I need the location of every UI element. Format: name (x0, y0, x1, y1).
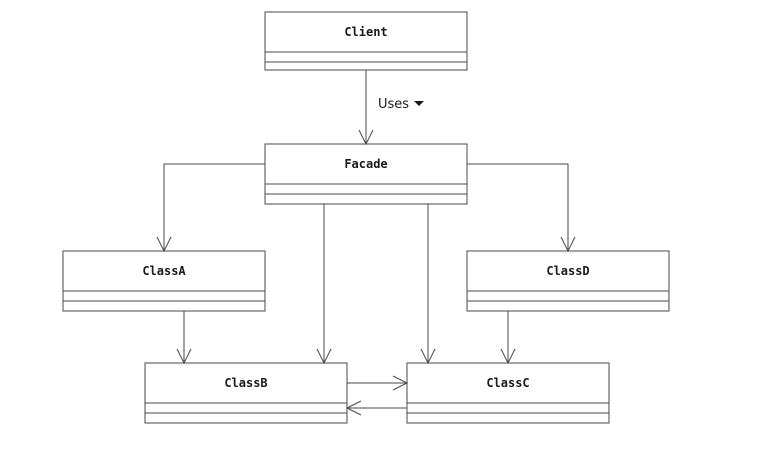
arrowhead-icon (392, 375, 409, 391)
class-client-box (264, 11, 468, 71)
class-b-box (144, 362, 348, 424)
arrowhead-icon (156, 236, 172, 253)
class-client-name: Client (344, 25, 387, 39)
arrowhead-icon (176, 348, 192, 365)
class-d-name: ClassD (546, 264, 589, 278)
class-facade-box (264, 143, 468, 205)
class-b: ClassB (144, 362, 348, 424)
uses-label: Uses (378, 97, 409, 112)
class-facade-name: Facade (344, 157, 387, 171)
edge-class-c-to-class-b (345, 400, 407, 416)
edge-class-d-to-class-c (500, 311, 516, 365)
class-d-box (466, 250, 670, 312)
class-c-name: ClassC (486, 376, 529, 390)
edge-class-b-to-class-c (347, 375, 409, 391)
edge-client-uses-facade: Uses (358, 70, 424, 146)
class-c-box (406, 362, 610, 424)
edge-class-a-to-class-b (176, 311, 192, 365)
class-a: ClassA (62, 250, 266, 312)
arrowhead-icon (500, 348, 516, 365)
class-a-name: ClassA (142, 264, 186, 278)
arrowhead-icon (316, 348, 332, 365)
class-d: ClassD (466, 250, 670, 312)
arrowhead-icon (560, 236, 576, 253)
class-b-name: ClassB (224, 376, 267, 390)
class-client: Client (264, 11, 468, 71)
edge-facade-to-class-a (156, 163, 265, 253)
triangle-down-icon (414, 101, 424, 106)
arrowhead-icon (420, 348, 436, 365)
class-a-box (62, 250, 266, 312)
arrowhead-icon (358, 129, 374, 146)
edge-facade-to-class-d (467, 163, 576, 253)
edge-facade-to-class-c (420, 204, 436, 365)
arrowhead-icon (345, 400, 362, 416)
class-c: ClassC (406, 362, 610, 424)
class-facade: Facade (264, 143, 468, 205)
edge-facade-to-class-b (316, 204, 332, 365)
